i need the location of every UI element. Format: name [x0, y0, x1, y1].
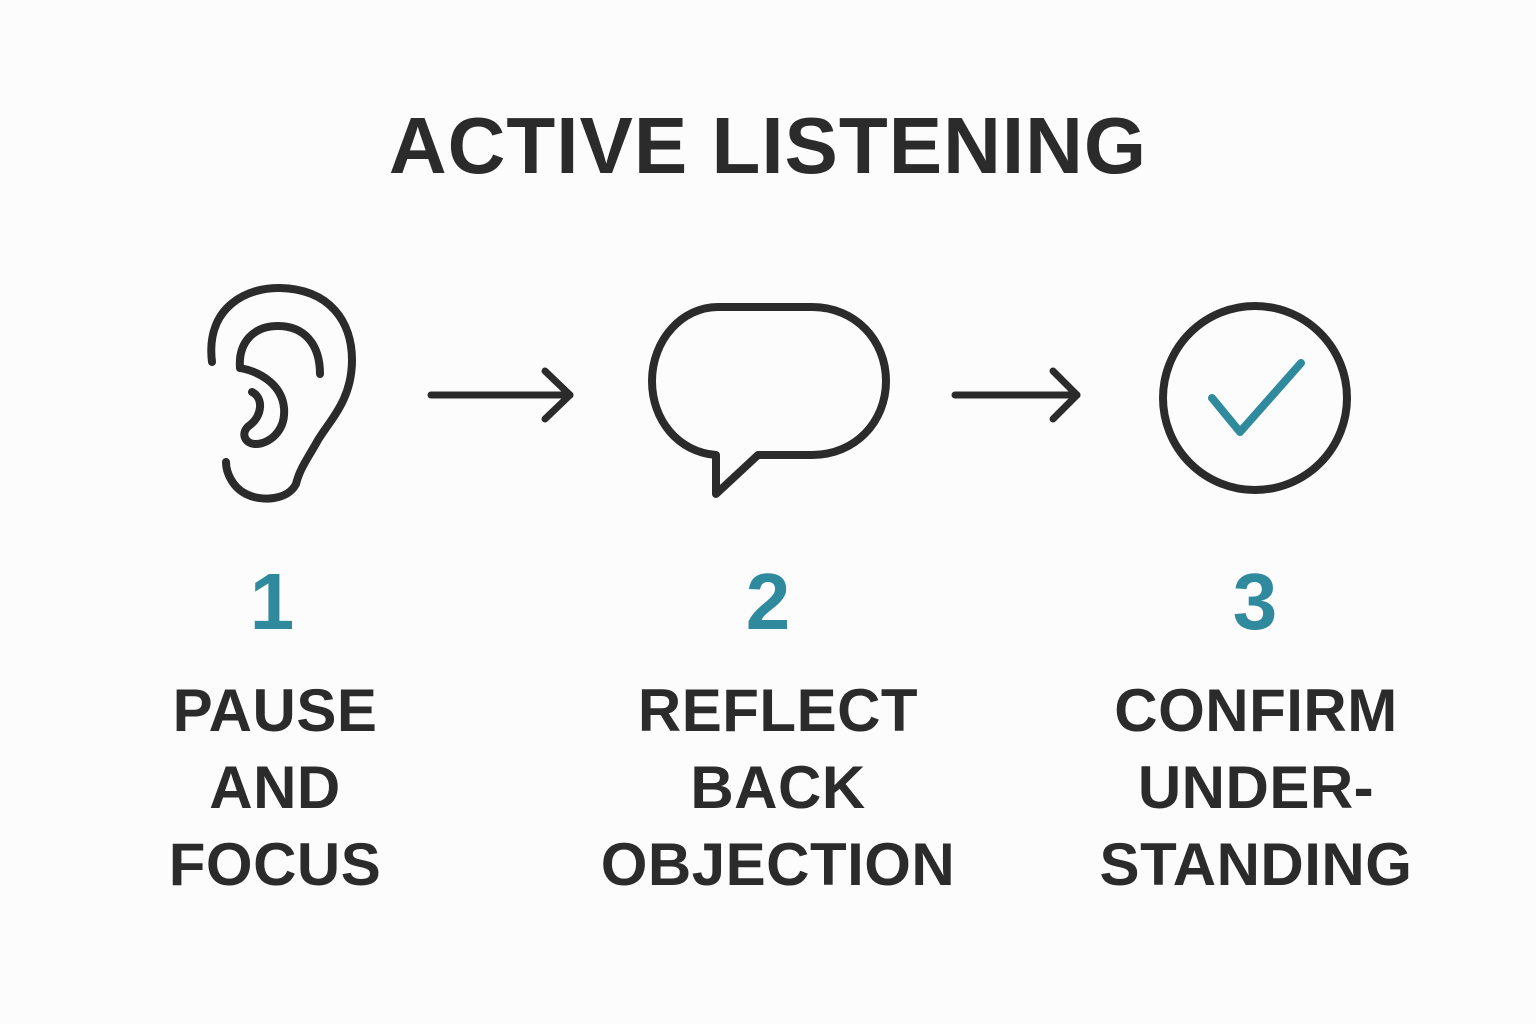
arrow-right-icon: [951, 367, 1081, 423]
step-label-line: BACK: [690, 754, 866, 821]
step-label-line: OBJECTION: [600, 831, 956, 898]
step-label-line: STANDING: [1099, 831, 1413, 898]
ear-icon: [207, 283, 356, 503]
check-circle-icon: [1159, 302, 1351, 494]
step-label: PAUSE AND FOCUS: [65, 672, 485, 903]
step-number: 2: [745, 557, 791, 646]
step-label: CONFIRM UNDER- STANDING: [1046, 672, 1466, 903]
arrow-right-icon: [427, 367, 574, 423]
step-number: 3: [1232, 557, 1278, 646]
step-label: REFLECT BACK OBJECTION: [568, 672, 988, 903]
step-label-line: UNDER-: [1137, 754, 1375, 821]
step-label-line: REFLECT: [637, 677, 919, 744]
speech-bubble-icon: [648, 303, 890, 498]
diagram-title: ACTIVE LISTENING: [388, 101, 1148, 190]
step-number: 1: [249, 557, 295, 646]
step-label-line: CONFIRM: [1114, 677, 1398, 744]
step-label-line: FOCUS: [168, 831, 382, 898]
step-label-line: AND: [209, 754, 341, 821]
step-label-line: PAUSE: [172, 677, 378, 744]
